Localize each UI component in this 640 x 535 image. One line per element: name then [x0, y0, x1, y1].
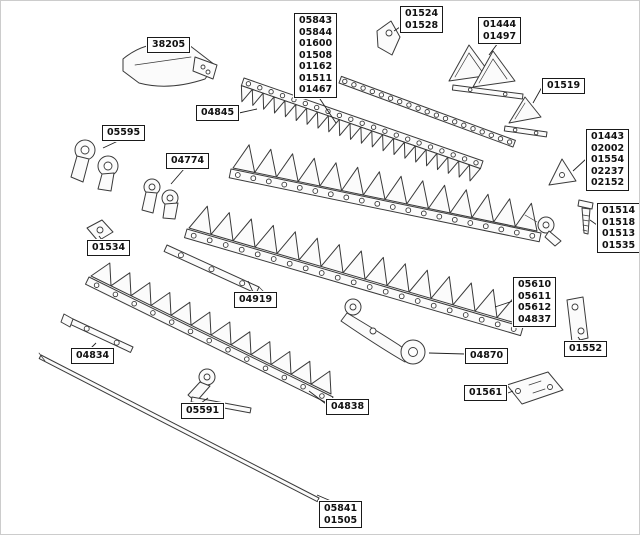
- strap: [566, 296, 589, 343]
- skid-shoe: [122, 42, 218, 87]
- small-block: [86, 219, 114, 242]
- clip-part: [376, 20, 401, 56]
- leader-lines: [90, 26, 598, 502]
- knife-sections: [448, 44, 524, 100]
- knife-assembly-middle: [228, 144, 562, 247]
- head-link: [187, 368, 252, 414]
- guard-bar-assembly-bottom: [85, 262, 334, 405]
- wear-plate: [506, 371, 564, 405]
- drilled-clip-bar: [60, 313, 134, 353]
- knife-head-arm: [340, 298, 426, 365]
- cutter-knife-assembly-top: [240, 75, 516, 182]
- drive-rod: [38, 352, 320, 503]
- bolt: [577, 199, 594, 235]
- swivel-link-large: [70, 139, 119, 192]
- wedge-clip: [548, 158, 577, 186]
- knife-assembly-lower: [184, 205, 524, 337]
- swivel-link-small: [141, 178, 179, 220]
- section-with-plate: [503, 96, 548, 138]
